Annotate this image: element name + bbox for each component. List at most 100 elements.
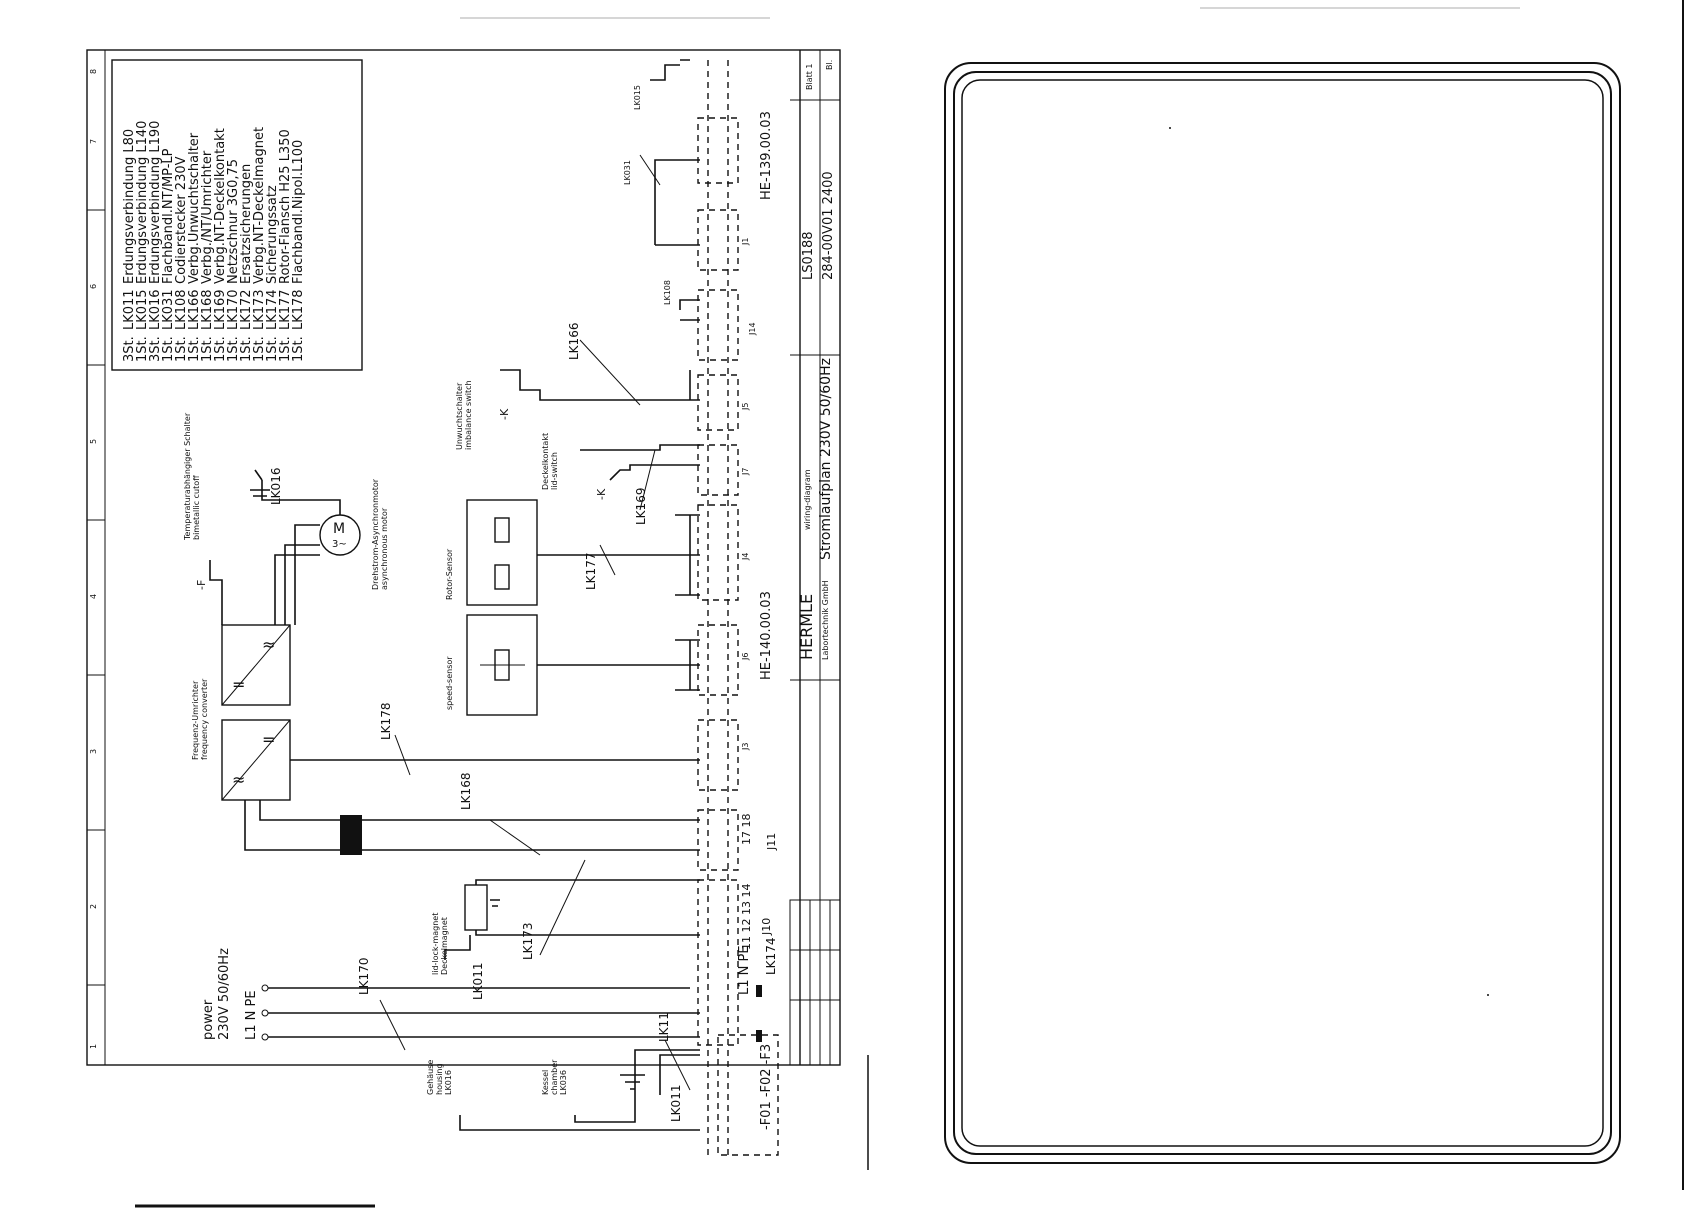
drawing-no: LS0188 [801, 231, 816, 280]
legend-desc: Erdungsverbindung L140 [135, 121, 150, 284]
ac-symbol-2: ≈ [262, 635, 275, 654]
k-label-lid: -K [595, 488, 608, 500]
legend-rows: 3St.LK011Erdungsverbindung L801St.LK015E… [122, 121, 306, 362]
wire-label-lk166: LK166 [567, 323, 581, 360]
f-label: -F [195, 580, 208, 590]
ruler-num: 3 [89, 749, 98, 754]
legend-code: LK015 [135, 289, 150, 330]
k-label-imb: -K [498, 408, 511, 420]
legend-box [111, 59, 363, 371]
ruler-num: 7 [89, 139, 98, 144]
frequency-converter: ≈ = = ≈ Frequenz-Umrichterfrequency conv… [191, 624, 700, 856]
connector-j5-box [697, 374, 739, 431]
connector-j4: J4 [741, 553, 750, 561]
power-input: power 230V 50/60Hz L1 N PE LK170 [201, 948, 700, 1051]
legend-code: LK178 [291, 289, 306, 330]
legend-qty: 1St. [252, 336, 267, 362]
legend-qty: 1St. [278, 336, 293, 362]
dc-symbol: = [262, 730, 275, 749]
legend-qty: 1St. [239, 336, 254, 362]
ruler-num: 2 [89, 904, 98, 909]
legend-desc: Verbg.Unwuchtschalter [187, 132, 202, 284]
connector-j3-box [697, 719, 739, 791]
sheet-no: Blatt 1 [805, 63, 814, 90]
fuse-block: -F01 -F02 -F3 L1 N PE LK174 [717, 938, 779, 1156]
fuse-box [717, 1034, 779, 1156]
motor-symbol: M [333, 521, 345, 537]
schematic-sheet: 1 2 3 4 5 6 7 8 3St. LK011 Erdungsverbindu… [86, 49, 841, 1160]
connector-j11: J11 [765, 833, 778, 851]
ruler-num: 5 [89, 439, 98, 444]
dc-symbol-2: = [232, 675, 245, 694]
company-sub: Labortechnik GmbH [821, 580, 830, 660]
fuse-labels: -F01 -F02 -F3 [759, 1044, 774, 1130]
legend-qty: 1St. [213, 336, 228, 362]
legend-desc: Verbg./NT/Umrichter [200, 150, 215, 284]
diagram-en: wiring-diagram [803, 469, 812, 530]
connector-j7: J7 [741, 468, 750, 476]
main-terminals: L1 N PE [737, 945, 752, 995]
pins-j10: 11 12 13 14 [740, 884, 753, 950]
legend-code: LK011 [122, 289, 137, 330]
legend-desc: Rotor-Flansch H25 L350 [278, 129, 293, 284]
ruler-num: 1 [89, 1044, 98, 1049]
legend-desc: Erdungsverbindung L190 [148, 121, 163, 284]
company-name: HERMLE [797, 594, 816, 660]
legend-qty: 1St. [187, 336, 202, 362]
lid-switch: Deckelkontaktlid-switch -K LK169 [541, 433, 700, 525]
legend-code: LK168 [200, 289, 215, 330]
pins-j11: 17 18 [740, 814, 753, 846]
ruler: 1 2 3 4 5 6 7 8 [87, 69, 105, 1049]
connector-j14: J14 [748, 322, 757, 336]
wire-label-lk170: LK170 [357, 958, 371, 995]
legend-desc: Verbg.NT-Deckelkontakt [213, 128, 228, 284]
speed-sensor-label: speed-sensor [445, 656, 454, 710]
part-no: 284-00V01 2400 [821, 171, 836, 280]
wire-label-lk015: LK015 [633, 85, 642, 110]
connector-j10: J10 [760, 918, 773, 936]
imbalance-switch: Unwuchtschalterimbalance switch -K LK166 [455, 323, 700, 450]
thermo-label: Temperaturabhängiger Schalterbimetallic … [183, 412, 201, 541]
connector-j1-box [697, 209, 739, 271]
board-he140: HE-140.00.03 [759, 591, 774, 680]
wire-label-lk016: LK016 [269, 468, 283, 505]
legend-desc: Ersatzsicherungen [239, 164, 254, 284]
sheet-border [86, 49, 841, 1066]
legend-code: LK166 [187, 289, 202, 330]
legend-desc: Flachbandl.Nipol.L100 [291, 140, 306, 284]
legend-qty: 3St. [148, 336, 163, 362]
coding-plug: LK108 [663, 280, 700, 321]
legend-code: LK108 [174, 289, 189, 330]
motor: M 3~ Drehstrom-Asynchronmotorasynchronou… [183, 412, 389, 625]
title-block: HERMLE Labortechnik GmbH wiring-diagram … [789, 50, 841, 1066]
motor-label: Drehstrom-Asynchronmotorasynchronous mot… [371, 478, 389, 590]
diagram-de: Stromlaufplan 230V 50/60Hz [818, 358, 834, 560]
connector-j14-box [697, 289, 739, 361]
connector-j4-box [697, 504, 739, 601]
legend-desc: Flachbandl.NT/MP-LP [161, 148, 176, 284]
sheet-of: Bl. [825, 60, 834, 70]
connector-j5: J5 [741, 403, 750, 411]
legend-desc: Codierstecker 230V [174, 156, 189, 284]
legend-code: LK172 [239, 289, 254, 330]
ground-connections: GehäusehousingLK016 KesselchamberLK036 L… [426, 1012, 700, 1131]
legend-qty: 1St. [265, 336, 280, 362]
connector-jn-box [697, 117, 739, 184]
wire-label-lk173: LK173 [521, 923, 535, 960]
legend-code: LK177 [278, 289, 293, 330]
connector-j3: J3 [741, 743, 750, 751]
wire-label-lk169: LK169 [634, 488, 648, 525]
legend-code: LK169 [213, 289, 228, 330]
legend-code: LK031 [161, 289, 176, 330]
legend-code: LK170 [226, 289, 241, 330]
ac-symbol: ≈ [232, 770, 245, 789]
legend-code: LK173 [252, 289, 267, 330]
connector-j11-box [697, 809, 739, 871]
legend-qty: 1St. [200, 336, 215, 362]
imbalance-label: Unwuchtschalterimbalance switch [455, 380, 473, 450]
wire-label-lk178: LK178 [379, 703, 393, 740]
wire-label-lk031: LK031 [623, 160, 632, 185]
wire-label-lk174: LK174 [764, 938, 778, 975]
